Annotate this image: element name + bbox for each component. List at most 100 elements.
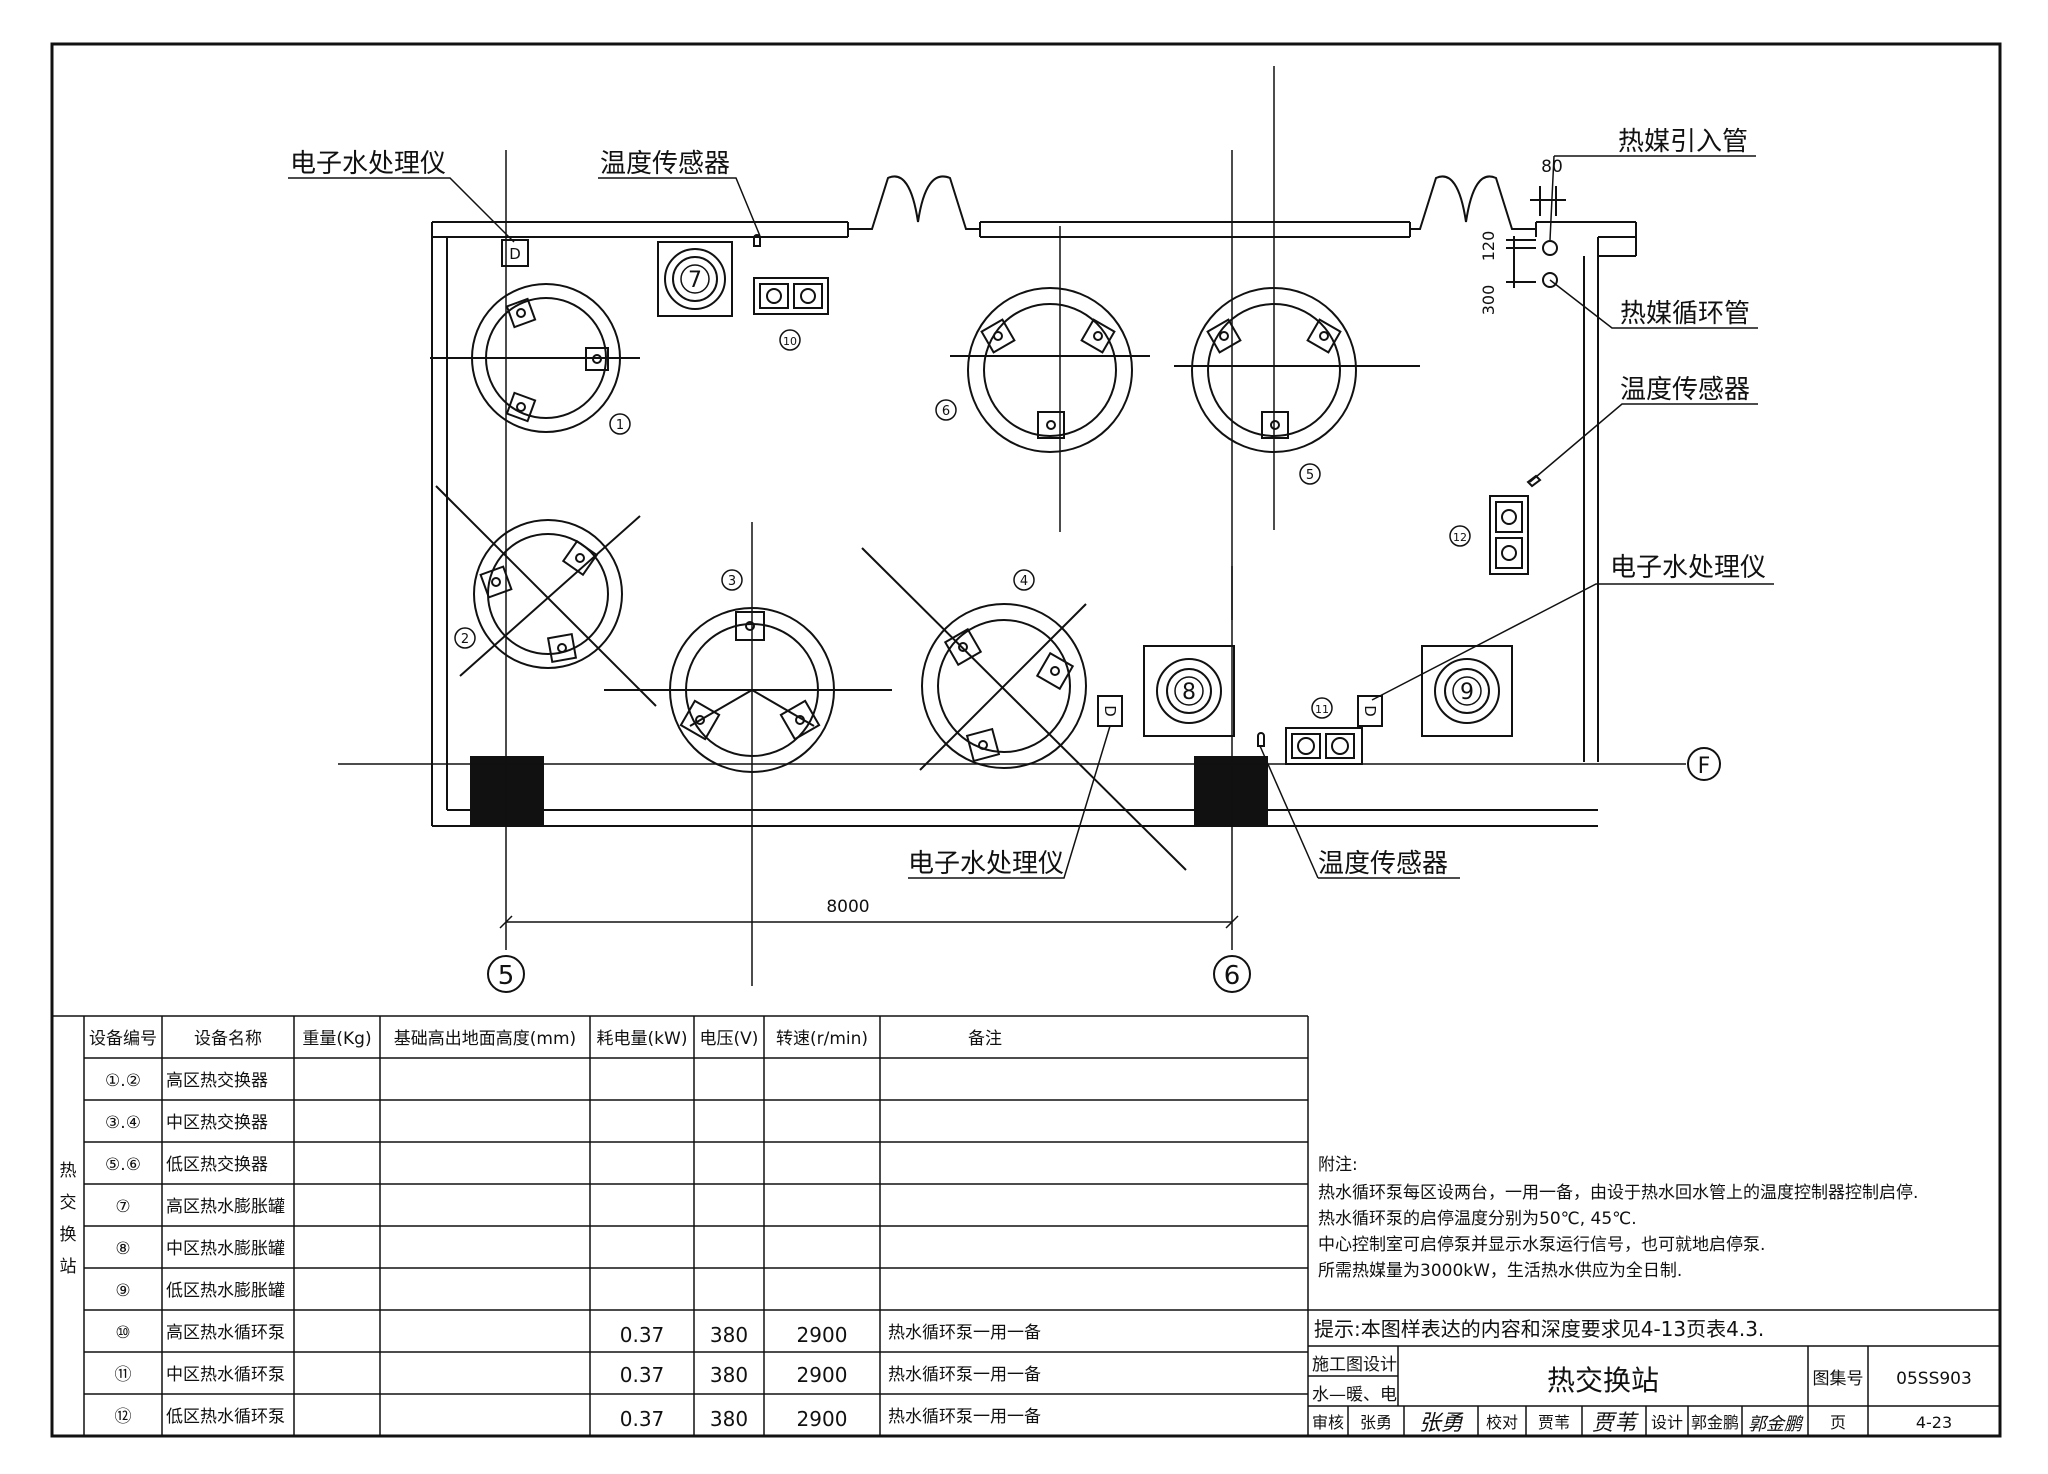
temp-sensor-marks xyxy=(753,234,1542,747)
cell-name: 低区热水膨胀罐 xyxy=(166,1281,285,1301)
heat-exchanger-3 xyxy=(604,607,892,773)
cell-name: 低区热交换器 xyxy=(166,1155,268,1175)
title-block-grid xyxy=(1308,1309,2000,1436)
atlas-no: 05SS903 xyxy=(1896,1369,1972,1389)
table-body: ①.② 高区热交换器 ③.④ 中区热交换器 ⑤.⑥ 低区热交换器 ⑦ 高区热水膨… xyxy=(105,1071,1041,1431)
tag-12: 12 xyxy=(1453,531,1467,544)
side-label: 热 交 换 站 xyxy=(60,1161,77,1277)
checker-sign: 贾苇 xyxy=(1592,1411,1639,1436)
tag-6: 6 xyxy=(942,404,950,419)
cell-name: 高区热水循环泵 xyxy=(166,1323,285,1343)
drawing-title: 热交换站 xyxy=(1547,1364,1659,1397)
label-temp-top: 温度传感器 xyxy=(600,149,730,179)
heat-media-pipes xyxy=(1506,186,1566,288)
heat-exchanger-5 xyxy=(1174,287,1420,453)
tag-10: 10 xyxy=(783,335,797,348)
check-label: 校对 xyxy=(1486,1413,1518,1432)
side-label-1: 热 xyxy=(60,1161,77,1181)
notes-block: 附注: 热水循环泵每区设两台，一用一备，由设于热水回水管上的温度控制器控制启停.… xyxy=(1318,1155,1918,1281)
axis-bubble-f: F xyxy=(1687,747,1721,781)
side-label-4: 站 xyxy=(60,1257,77,1277)
table-row: ⑨ 低区热水膨胀罐 xyxy=(115,1281,285,1301)
cell-no: ⑦ xyxy=(115,1197,130,1217)
dim-8000-text: 8000 xyxy=(826,897,869,917)
tag-11: 11 xyxy=(1315,703,1329,716)
th-no: 设备编号 xyxy=(89,1029,157,1049)
th-voltage: 电压(V) xyxy=(700,1029,759,1049)
th-speed: 转速(r/min) xyxy=(776,1029,868,1049)
page-label: 页 xyxy=(1830,1413,1846,1432)
axis-bubble-6: 6 xyxy=(1213,955,1251,993)
cell-name: 中区热水膨胀罐 xyxy=(166,1239,285,1259)
design-person-label: 设计 xyxy=(1651,1413,1683,1432)
checker: 贾苇 xyxy=(1538,1413,1570,1432)
dim-80: 80 xyxy=(1541,157,1563,177)
dim-300: 300 xyxy=(1479,285,1498,316)
ewt-d-mid: D xyxy=(1101,705,1119,717)
tag-4: 4 xyxy=(1020,574,1028,589)
discipline: 水—暖、电 xyxy=(1312,1385,1397,1405)
cell-no: ⑧ xyxy=(115,1239,130,1259)
designer: 郭金鹏 xyxy=(1691,1413,1739,1432)
table-row: ①.② 高区热交换器 xyxy=(105,1071,268,1091)
pump-10 xyxy=(753,277,829,315)
atlas-label: 图集号 xyxy=(1813,1369,1864,1389)
cell-name: 中区热水循环泵 xyxy=(166,1365,285,1385)
cell-power: 0.37 xyxy=(620,1363,665,1387)
cell-power: 0.37 xyxy=(620,1407,665,1431)
dim-120: 120 xyxy=(1479,231,1498,262)
expansion-tank-8 xyxy=(1143,645,1235,737)
th-height: 基础高出地面高度(mm) xyxy=(394,1029,576,1049)
side-label-2: 交 xyxy=(60,1193,77,1213)
expansion-tank-7 xyxy=(657,241,733,317)
label-temp-bottom: 温度传感器 xyxy=(1318,849,1448,879)
dimension-8000 xyxy=(499,915,1239,929)
cell-voltage: 380 xyxy=(710,1407,748,1431)
cell-voltage: 380 xyxy=(710,1363,748,1387)
notes-line-1: 热水循环泵每区设两台，一用一备，由设于热水回水管上的温度控制器控制启停. xyxy=(1318,1183,1918,1203)
equip-tag-texts: 1 2 3 4 5 6 7 8 9 10 11 12 xyxy=(461,268,1474,716)
cell-no: ⑨ xyxy=(115,1281,130,1301)
cell-note: 热水循环泵一用一备 xyxy=(888,1323,1041,1343)
label-ewt-top: 电子水处理仪 xyxy=(290,149,446,179)
tag-2: 2 xyxy=(461,632,469,647)
axis-bubble-5: 5 xyxy=(487,955,525,993)
ewt-box-top: D xyxy=(501,239,529,267)
cell-no: ⑤.⑥ xyxy=(105,1155,141,1175)
equipment-table-grid xyxy=(52,1015,1309,1436)
table-header: 设备编号 设备名称 重量(Kg) 基础高出地面高度(mm) 耗电量(kW) 电压… xyxy=(89,1029,1002,1049)
th-weight: 重量(Kg) xyxy=(302,1029,371,1049)
label-temp-right: 温度传感器 xyxy=(1620,375,1750,405)
page-no: 4-23 xyxy=(1916,1413,1952,1432)
column-left xyxy=(470,756,544,826)
label-ewt-bottom: 电子水处理仪 xyxy=(908,849,1064,879)
th-power: 耗电量(kW) xyxy=(597,1029,688,1049)
tag-8: 8 xyxy=(1182,680,1196,705)
cell-no: ①.② xyxy=(105,1071,141,1091)
review-label: 审核 xyxy=(1312,1413,1344,1432)
table-row: ⑧ 中区热水膨胀罐 xyxy=(115,1239,285,1259)
axis-f-label: F xyxy=(1698,754,1711,779)
cell-note: 热水循环泵一用一备 xyxy=(888,1365,1041,1385)
table-row: ⑪ 中区热水循环泵 0.37 380 2900 热水循环泵一用一备 xyxy=(115,1363,1042,1387)
table-row: ⑩ 高区热水循环泵 0.37 380 2900 热水循环泵一用一备 xyxy=(115,1323,1041,1347)
pump-11 xyxy=(1285,727,1363,765)
label-heat-circ: 热媒循环管 xyxy=(1620,299,1750,329)
equip-tags xyxy=(454,264,1482,719)
design-label: 施工图设计 xyxy=(1312,1355,1397,1375)
axis-lines xyxy=(338,66,1686,986)
notes-line-4: 所需热媒量为3000kW，生活热水供应为全日制. xyxy=(1318,1261,1682,1281)
heat-exchanger-1 xyxy=(430,283,640,433)
axis-6-label: 6 xyxy=(1224,961,1241,991)
expansion-tank-9 xyxy=(1421,645,1513,737)
designer-sign: 郭金鹏 xyxy=(1748,1414,1804,1435)
break-lines xyxy=(848,175,1536,230)
cell-no: ⑩ xyxy=(115,1323,130,1343)
side-label-3: 换 xyxy=(60,1225,77,1245)
th-note: 备注 xyxy=(968,1029,1002,1049)
tag-7: 7 xyxy=(688,268,702,293)
ewt-d-top: D xyxy=(509,245,521,263)
cell-speed: 2900 xyxy=(797,1407,848,1431)
drawing-frame xyxy=(50,42,2002,1438)
